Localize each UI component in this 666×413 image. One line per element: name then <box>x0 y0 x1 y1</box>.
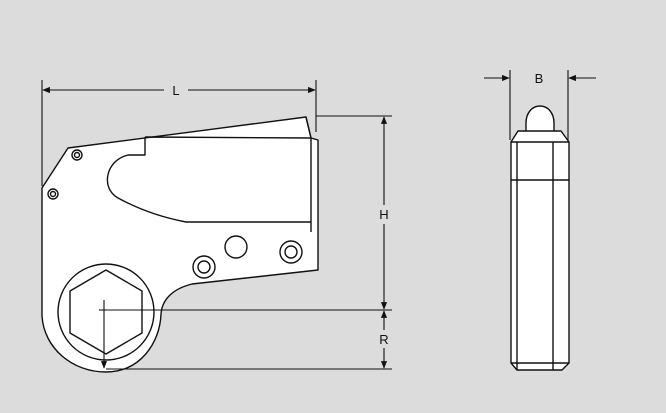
end-view-dome <box>525 105 555 131</box>
dimension-b <box>484 70 596 140</box>
wrench-body <box>41 116 319 373</box>
pin-top-inner <box>73 151 81 159</box>
pin-top-outer <box>71 149 83 161</box>
dimension-h-label: H <box>379 207 388 222</box>
pin-left-inner <box>49 190 57 198</box>
dimension-r-label: R <box>379 332 388 347</box>
end-view <box>510 105 570 371</box>
end-view-body <box>510 130 570 371</box>
pin-bottom-right-inner <box>284 245 298 259</box>
pin-left-outer <box>47 188 59 200</box>
side-view <box>41 116 319 373</box>
dimension-b-label: B <box>535 71 544 86</box>
dimension-lines <box>41 80 392 370</box>
cylinder-housing <box>106 136 312 223</box>
pin-center <box>224 235 248 259</box>
hex-ring <box>57 263 155 361</box>
dimension-l-label: L <box>172 83 179 98</box>
pin-bottom-left-outer <box>192 255 216 279</box>
pin-bottom-left-inner <box>197 260 211 274</box>
cylinder-end-cap <box>305 116 312 232</box>
pin-bottom-right-outer <box>279 240 303 264</box>
hex-socket <box>69 269 143 355</box>
